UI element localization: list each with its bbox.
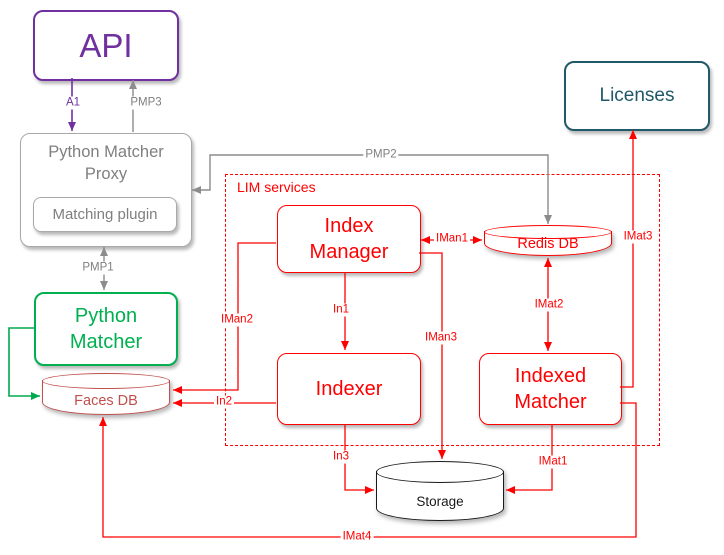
node-storage-label: Storage xyxy=(416,493,464,509)
edge-label-imat2: IMat2 xyxy=(532,298,566,312)
edge-label-iman2: IMan2 xyxy=(219,313,255,327)
node-redis-db: Redis DB xyxy=(484,225,612,256)
edge-label-imat3: IMat3 xyxy=(621,230,655,244)
node-python-matcher-label: Python Matcher xyxy=(69,305,143,353)
edge-label-pmp3: PMP3 xyxy=(128,96,164,110)
node-redis-db-label: Redis DB xyxy=(517,235,579,252)
edge-label-in2: In2 xyxy=(214,395,234,409)
edge-label-pmp1: PMP1 xyxy=(80,261,116,275)
edge-label-in1: In1 xyxy=(331,303,351,317)
node-licenses-label: Licenses xyxy=(599,85,675,107)
node-python-matcher-proxy-label: Python Matcher Proxy xyxy=(48,143,164,183)
node-matching-plugin-label: Matching plugin xyxy=(52,205,158,223)
node-indexer-label: Indexer xyxy=(315,378,383,400)
storage-cylinder-top xyxy=(376,461,504,483)
node-faces-db: Faces DB xyxy=(42,373,170,415)
node-indexed-matcher: Indexed Matcher xyxy=(479,353,622,425)
node-api-label: API xyxy=(79,26,133,64)
node-indexer: Indexer xyxy=(277,353,421,425)
edge-label-imat1: IMat1 xyxy=(536,455,570,469)
faces-db-cylinder-top xyxy=(42,373,170,389)
node-python-matcher-proxy: Python Matcher Proxy Matching plugin xyxy=(20,133,192,247)
edge-label-a1: A1 xyxy=(63,96,83,110)
node-python-matcher: Python Matcher xyxy=(34,292,178,366)
redis-db-cylinder-top xyxy=(484,225,612,239)
lim-services-label: LIM services xyxy=(235,179,318,195)
edge-label-imat4: IMat4 xyxy=(340,530,374,544)
edge-label-pmp2: PMP2 xyxy=(363,148,399,162)
node-storage: Storage xyxy=(376,461,504,521)
edge-label-in3: In3 xyxy=(331,450,351,464)
node-indexed-matcher-label: Indexed Matcher xyxy=(514,365,587,413)
node-api: API xyxy=(33,10,179,81)
node-licenses: Licenses xyxy=(564,61,710,131)
node-faces-db-label: Faces DB xyxy=(74,393,138,409)
node-matching-plugin: Matching plugin xyxy=(33,197,177,232)
node-index-manager-label: Index Manager xyxy=(309,215,389,263)
node-index-manager: Index Manager xyxy=(277,205,421,273)
edge-label-iman3: IMan3 xyxy=(423,331,459,345)
edge-label-iman1: IMan1 xyxy=(434,232,470,246)
